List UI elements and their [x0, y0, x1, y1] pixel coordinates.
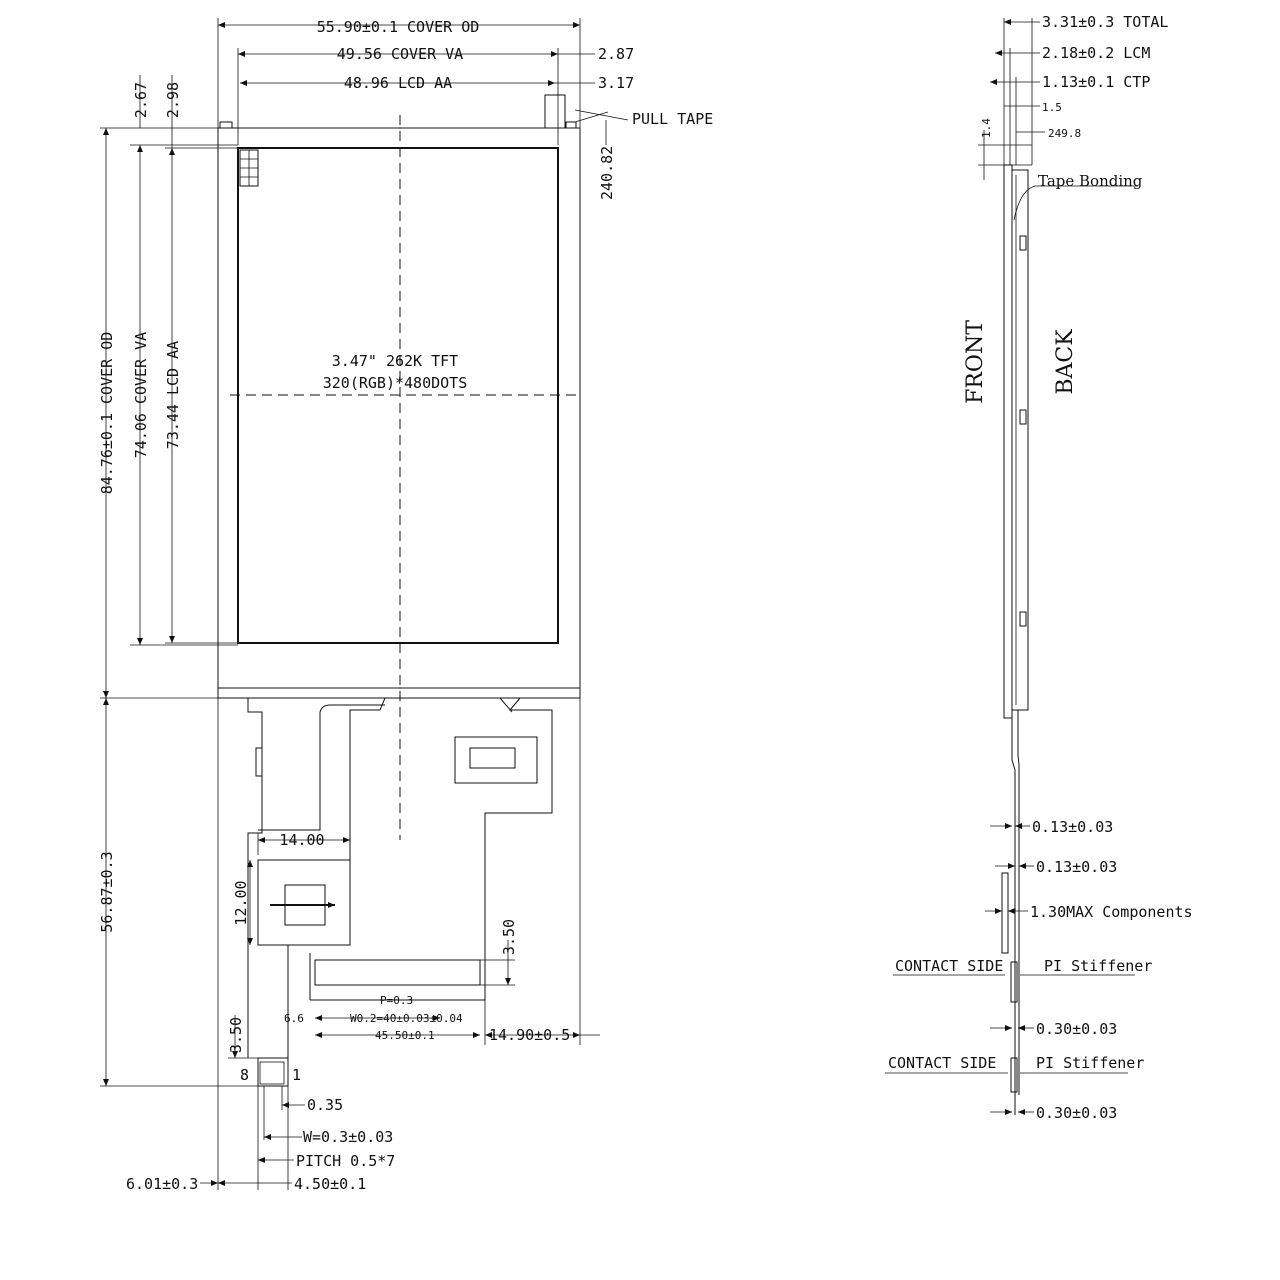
- dim-6-6: 6.6: [284, 1012, 304, 1025]
- fpc-outline-left: [247, 697, 386, 1058]
- side-view: 3.31±0.3 TOTAL 2.18±0.2 LCM 1.13±0.1 CTP…: [885, 13, 1193, 1122]
- side-lcm: 2.18±0.2 LCM: [1042, 44, 1150, 62]
- contact-side-label-2: CONTACT SIDE: [888, 1054, 996, 1072]
- pull-tape-label: PULL TAPE: [632, 110, 713, 128]
- back-label: BACK: [1053, 329, 1078, 395]
- pi-stiffener-label-1: PI Stiffener: [1044, 957, 1152, 975]
- tape-bonding-label: Tape Bonding: [1038, 172, 1143, 190]
- dim-240-82: 240.82: [598, 146, 616, 200]
- fpc-tail-pins: [259, 1061, 285, 1085]
- side-1-4: 1.4: [980, 118, 993, 138]
- side-1-5: 1.5: [1042, 101, 1062, 114]
- dim-pitch-03: P=0.3: [380, 994, 413, 1007]
- pull-tape-tab: [544, 94, 566, 128]
- dim-cover-va-vertical: 74.06 COVER VA: [132, 332, 150, 458]
- side-components: [1001, 872, 1009, 954]
- ctp-layer: [1003, 164, 1013, 719]
- dim-cover-od-vertical: 84.76±0.1 COVER OD: [98, 332, 116, 495]
- dim-pad-height: 12.00: [232, 880, 250, 925]
- gold-finger-contacts: [314, 959, 481, 986]
- side-0-13-b: 0.13±0.03: [1036, 858, 1117, 876]
- pin-8-label: 8: [240, 1066, 249, 1084]
- cover-glass-outline: [217, 127, 581, 699]
- front-view: 3.47" 262K TFT 320(RGB)*480DOTS 55.90±0.…: [98, 18, 713, 1193]
- dim-finger-height: 3.50: [500, 919, 518, 955]
- dim-pad-width: 14.00: [279, 831, 324, 849]
- dim-tail-3-50: 3.50: [227, 1017, 245, 1053]
- side-249-8: 249.8: [1048, 127, 1081, 140]
- dim-lcd-aa: 48.96 LCD AA: [344, 74, 452, 92]
- side-components-label: 1.30MAX Components: [1030, 903, 1193, 921]
- pi-stiffener-label-2: PI Stiffener: [1036, 1054, 1144, 1072]
- display-resolution-text: 320(RGB)*480DOTS: [323, 374, 468, 392]
- fpc-tail: [257, 1057, 289, 1087]
- small-component: [255, 747, 263, 777]
- contact-side-label-1: CONTACT SIDE: [895, 957, 1003, 975]
- lcm-layer: [1011, 169, 1029, 711]
- side-0-30-a: 0.30±0.03: [1036, 1020, 1117, 1038]
- dim-14-90: 14.90±0.5: [489, 1026, 570, 1044]
- side-0-13-a: 0.13±0.03: [1032, 818, 1113, 836]
- dim-2-67: 2.67: [132, 82, 150, 118]
- driver-ic: [454, 736, 538, 784]
- side-0-30-b: 0.30±0.03: [1036, 1104, 1117, 1122]
- dim-0-35: 0.35: [307, 1096, 343, 1114]
- dim-cover-od: 55.90±0.1 COVER OD: [317, 18, 480, 36]
- display-size-text: 3.47" 262K TFT: [332, 352, 458, 370]
- front-label: FRONT: [963, 320, 988, 404]
- dim-2-87: 2.87: [598, 45, 634, 63]
- side-total: 3.31±0.3 TOTAL: [1042, 13, 1168, 31]
- controller-pad: [257, 859, 351, 946]
- side-fpc: [1011, 710, 1020, 1115]
- side-ctp: 1.13±0.1 CTP: [1042, 73, 1150, 91]
- dim-lcd-aa-vertical: 73.44 LCD AA: [164, 341, 182, 449]
- dim-4-50: 4.50±0.1: [294, 1175, 366, 1193]
- pin-1-label: 1: [292, 1066, 301, 1084]
- dim-pin-width: W=0.3±0.03: [303, 1128, 393, 1146]
- dim-w-line: W0.2=40±0.03±0.04: [350, 1012, 463, 1025]
- dim-fpc-length: 56.87±0.3: [98, 851, 116, 932]
- dim-2-98: 2.98: [164, 82, 182, 118]
- dim-6-01: 6.01±0.3: [126, 1175, 198, 1193]
- dim-pitch: PITCH 0.5*7: [296, 1152, 395, 1170]
- dim-cover-va: 49.56 COVER VA: [337, 45, 463, 63]
- dim-3-17: 3.17: [598, 74, 634, 92]
- dim-45-50: 45.50±0.1: [375, 1029, 435, 1042]
